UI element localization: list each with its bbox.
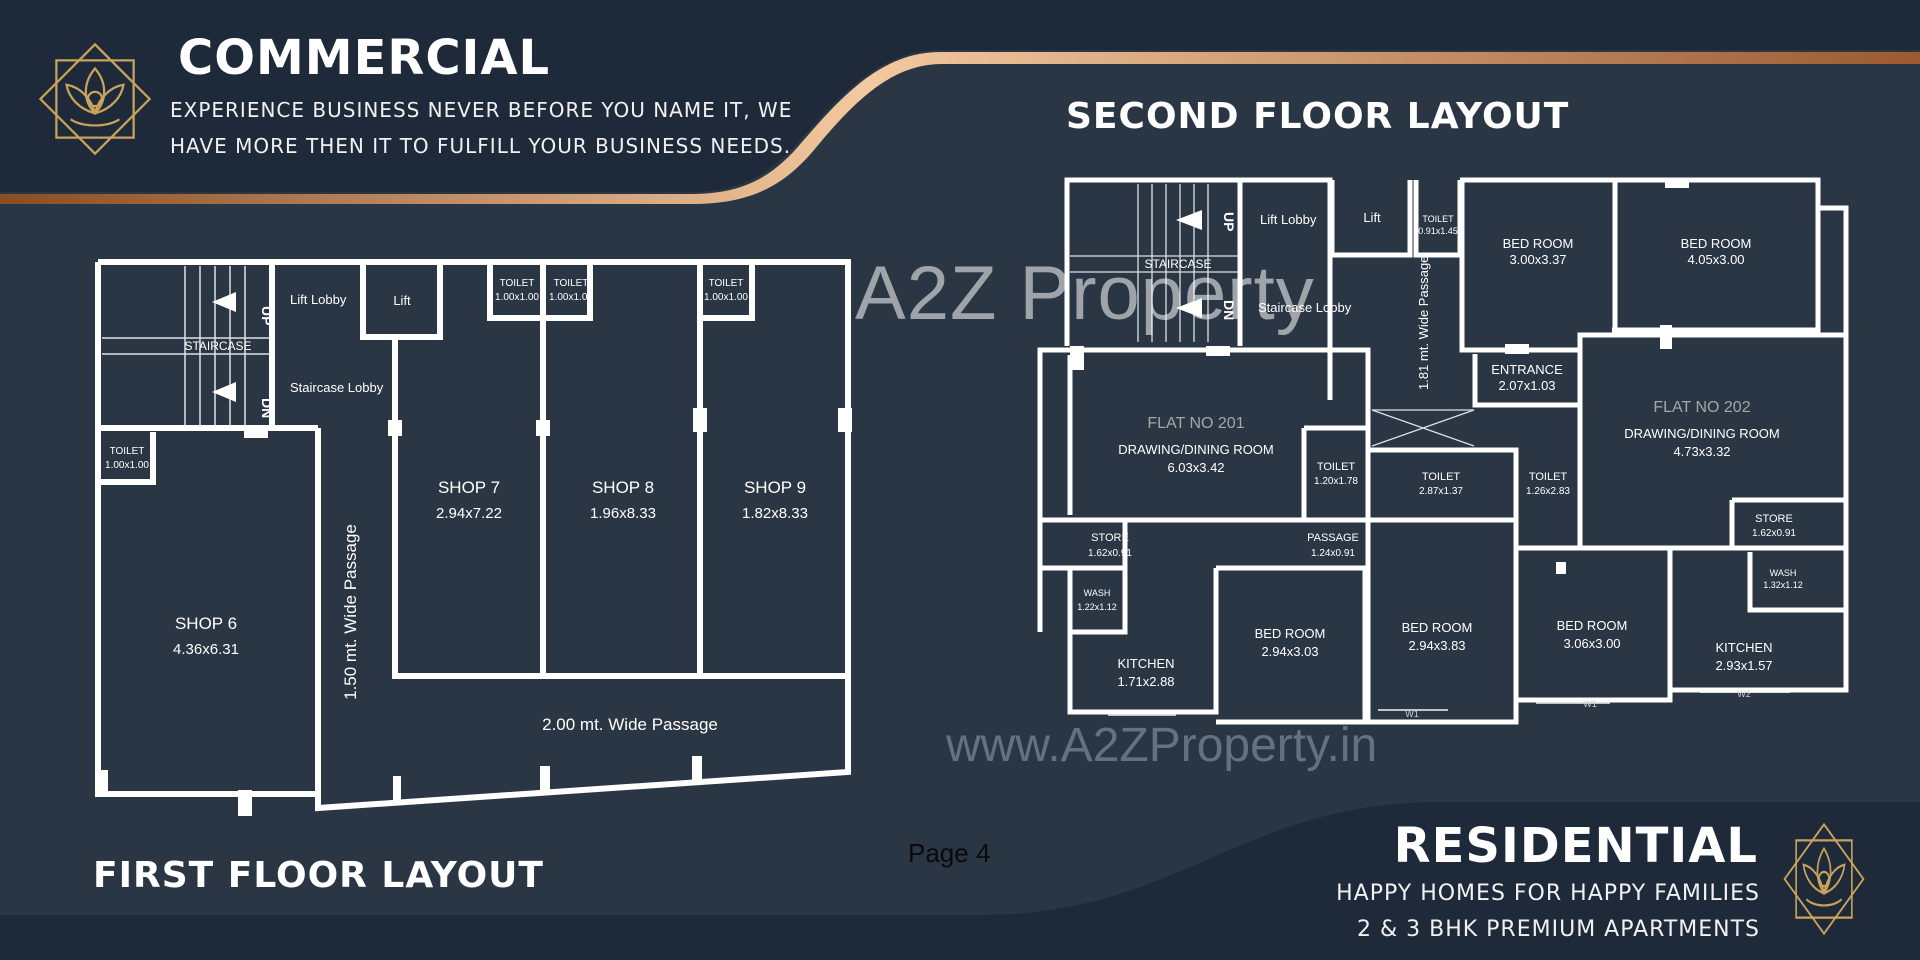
first-floor-plan: STAIRCASE UP DN Lift Lobby Lift Staircas… — [95, 259, 852, 816]
ff-lift-label: Lift — [393, 293, 411, 308]
sf-bed2-label: BED ROOM — [1681, 236, 1752, 251]
residential-tagline: HAPPY HOMES FOR HAPPY FAMILIES 2 & 3 BHK… — [1336, 876, 1760, 948]
sf-toilet-a-label: TOILET — [1422, 214, 1454, 224]
sf-dn-label: DN — [1221, 300, 1237, 320]
sf-wash-b-size: 1.32x1.12 — [1763, 580, 1803, 590]
sf-passage-vertical: 1.81 mt. Wide Passage — [1416, 256, 1431, 390]
ff-staircase-label: STAIRCASE — [184, 339, 251, 353]
sf-store-a-label: STORE — [1091, 532, 1129, 544]
sf-kitchen-a-label: KITCHEN — [1117, 656, 1174, 671]
page-label: Page 4 — [908, 838, 991, 868]
first-floor-title: FIRST FLOOR LAYOUT — [93, 855, 544, 896]
sf-wash-b-label: WASH — [1770, 568, 1797, 578]
sf-up-label: UP — [1221, 212, 1237, 231]
sf-bed1-size: 3.00x3.37 — [1509, 252, 1566, 267]
residential-tagline-line2: 2 & 3 BHK PREMIUM APARTMENTS — [1356, 917, 1760, 942]
ff-toilet2-size: 1.00x1.00 — [549, 292, 593, 303]
commercial-title: COMMERCIAL — [178, 30, 551, 86]
footer-band — [0, 802, 1920, 960]
second-floor-plan: STAIRCASE UP DN Lift Lobby Lift Staircas… — [1037, 177, 1849, 725]
sf-flat201-label: FLAT NO 201 — [1147, 415, 1244, 432]
residential-title: RESIDENTIAL — [1393, 818, 1758, 874]
sf-toilet-c-size: 2.87x1.37 — [1419, 486, 1463, 497]
ff-toilet3-label: TOILET — [709, 278, 744, 289]
sf-entrance-label: ENTRANCE — [1491, 362, 1563, 377]
commercial-tagline: EXPERIENCE BUSINESS NEVER BEFORE YOU NAM… — [170, 92, 792, 164]
sf-bed1-label: BED ROOM — [1503, 236, 1574, 251]
sf-bed3-label: BED ROOM — [1255, 626, 1326, 641]
sf-passage-size: 1.24x0.91 — [1311, 548, 1355, 559]
lotus-logo-icon — [38, 42, 152, 156]
sf-dining202-size: 4.73x3.32 — [1673, 444, 1730, 459]
sf-toilet-d-label: TOILET — [1529, 471, 1568, 483]
commercial-tagline-line1: EXPERIENCE BUSINESS NEVER BEFORE YOU NAM… — [170, 98, 793, 122]
sf-lift-lobby-label: Lift Lobby — [1260, 212, 1317, 227]
ff-toilet4-size: 1.00x1.00 — [105, 460, 149, 471]
ff-shop6-size: 4.36x6.31 — [173, 641, 239, 658]
commercial-tagline-line2: HAVE MORE THEN IT TO FULFILL YOUR BUSINE… — [170, 134, 792, 158]
ff-passage-horizontal: 2.00 mt. Wide Passage — [542, 715, 718, 734]
sf-bed3-size: 2.94x3.03 — [1261, 644, 1318, 659]
sf-lift-label: Lift — [1363, 210, 1381, 225]
ff-toilet4-label: TOILET — [110, 446, 145, 457]
ff-staircase-lobby-label: Staircase Lobby — [290, 380, 384, 395]
ff-toilet1-size: 1.00x1.00 — [495, 292, 539, 303]
watermark-logo: A2Z Property — [855, 251, 1315, 336]
sf-kitchen-b-size: 2.93x1.57 — [1715, 658, 1772, 673]
ff-toilet1-label: TOILET — [500, 278, 535, 289]
ff-shop9-size: 1.82x8.33 — [742, 505, 808, 522]
sf-toilet-b-label: TOILET — [1317, 461, 1356, 473]
sf-dining201-size: 6.03x3.42 — [1167, 460, 1224, 475]
sf-passage-label: PASSAGE — [1307, 532, 1359, 544]
sf-kitchen-a-size: 1.71x2.88 — [1117, 674, 1174, 689]
sf-dining201-label: DRAWING/DINING ROOM — [1118, 442, 1274, 457]
sf-bed5-label: BED ROOM — [1557, 618, 1628, 633]
lotus-logo-icon — [1783, 822, 1865, 936]
ff-shop6-name: SHOP 6 — [175, 614, 237, 633]
sf-toilet-d-size: 1.26x2.83 — [1526, 486, 1570, 497]
sf-window-w1-b: W1 — [1583, 699, 1597, 709]
sf-toilet-b-size: 1.20x1.78 — [1314, 476, 1358, 487]
ff-dn-label: DN — [259, 398, 275, 418]
sf-wash-a-size: 1.22x1.12 — [1077, 602, 1117, 612]
sf-bed4-size: 2.94x3.83 — [1408, 638, 1465, 653]
sf-bed2-size: 4.05x3.00 — [1687, 252, 1744, 267]
ff-shop7-size: 2.94x7.22 — [436, 505, 502, 522]
sf-dining202-label: DRAWING/DINING ROOM — [1624, 426, 1780, 441]
ff-shop8-name: SHOP 8 — [592, 478, 654, 497]
sf-store-b-size: 1.62x0.91 — [1752, 528, 1796, 539]
sf-entrance-size: 2.07x1.03 — [1498, 378, 1555, 393]
sf-bed4-label: BED ROOM — [1402, 620, 1473, 635]
sf-staircase-lobby-label: Staircase Lobby — [1258, 300, 1352, 315]
ff-lift-lobby-label: Lift Lobby — [290, 292, 347, 307]
residential-tagline-line1: HAPPY HOMES FOR HAPPY FAMILIES — [1336, 881, 1760, 906]
sf-window-w2: W2 — [1737, 689, 1751, 699]
ff-up-label: UP — [259, 306, 275, 325]
sf-kitchen-b-label: KITCHEN — [1715, 640, 1772, 655]
ff-toilet3-size: 1.00x1.00 — [704, 292, 748, 303]
sf-staircase-label: STAIRCASE — [1144, 257, 1211, 271]
second-floor-title: SECOND FLOOR LAYOUT — [1066, 96, 1570, 137]
watermark-url: www.A2ZProperty.in — [946, 719, 1378, 772]
ff-toilet2-label: TOILET — [554, 278, 589, 289]
ff-shop7-name: SHOP 7 — [438, 478, 500, 497]
sf-toilet-a-size: 0.91x1.45 — [1418, 226, 1458, 236]
ff-passage-vertical: 1.50 mt. Wide Passage — [341, 524, 360, 700]
sf-store-a-size: 1.62x0.91 — [1088, 548, 1132, 559]
sf-toilet-c-label: TOILET — [1422, 471, 1461, 483]
header-band — [0, 0, 1920, 204]
sf-window-w1-a: W1 — [1405, 709, 1419, 719]
ff-shop8-size: 1.96x8.33 — [590, 505, 656, 522]
ff-shop9-name: SHOP 9 — [744, 478, 806, 497]
sf-wash-a-label: WASH — [1084, 588, 1111, 598]
sf-bed5-size: 3.06x3.00 — [1563, 636, 1620, 651]
sf-flat202-label: FLAT NO 202 — [1653, 399, 1750, 416]
sf-store-b-label: STORE — [1755, 513, 1793, 525]
